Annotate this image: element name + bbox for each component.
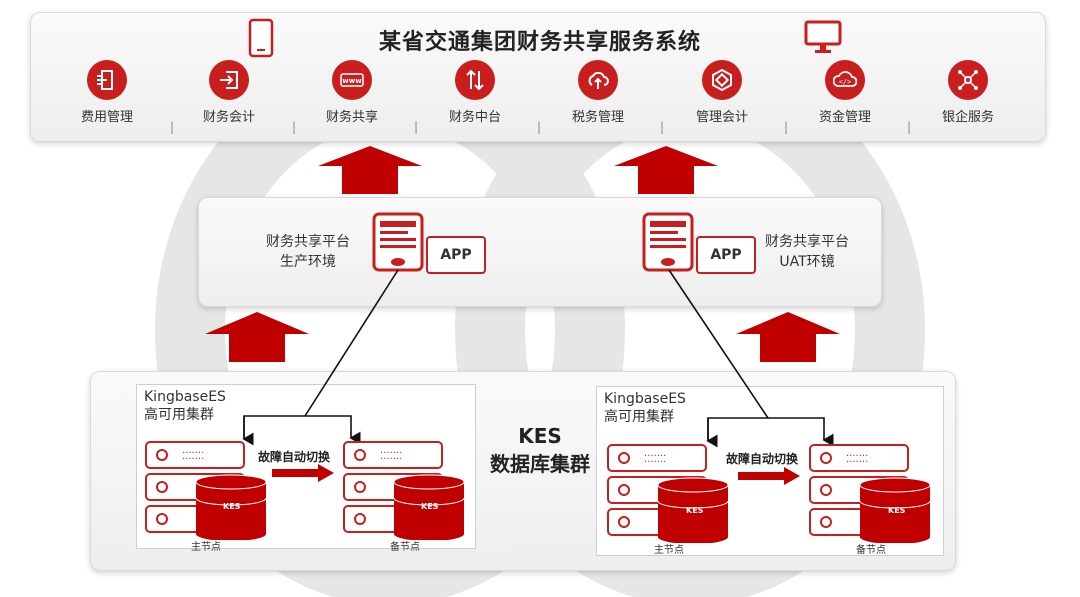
cluster-name: KingbaseES 高可用集群 — [604, 390, 686, 426]
separator: | — [170, 120, 175, 134]
cloud-upload-icon — [578, 60, 618, 100]
primary-node-caption: 主节点 — [191, 542, 221, 553]
module-management-accounting[interactable]: 管理会计 — [667, 60, 777, 125]
system-title: 某省交通集团财务共享服务系统 — [378, 30, 701, 55]
standby-node-caption: 备节点 — [856, 545, 886, 556]
transfer-arrows-icon — [455, 60, 495, 100]
module-label: 财务中台 — [448, 110, 501, 125]
kes-label-line2: 数据库集群 — [490, 452, 590, 476]
network-nodes-icon — [948, 60, 988, 100]
cluster-name: KingbaseES 高可用集群 — [144, 388, 226, 424]
svg-text:</>: </> — [839, 78, 852, 86]
svg-text:·······: ······· — [380, 448, 402, 459]
svg-text:·······: ······· — [380, 454, 402, 465]
db-label: KES — [686, 506, 704, 515]
prod-app-box: APP — [426, 236, 486, 274]
module-label: 财务会计 — [202, 110, 255, 125]
module-label: 费用管理 — [80, 110, 133, 125]
svg-text:·······: ······· — [644, 457, 666, 468]
www-icon: www — [332, 60, 372, 100]
svg-text:·······: ······· — [846, 451, 868, 462]
hexagon-icon — [702, 60, 742, 100]
up-arrow — [614, 146, 718, 194]
standby-node-caption: 备节点 — [390, 542, 420, 553]
db-label: KES — [888, 506, 906, 515]
primary-node-stack: ······· ······· — [145, 441, 267, 540]
standby-node-stack: ······· ······· — [343, 441, 465, 540]
prod-env-line2: 生产环境 — [280, 254, 336, 270]
svg-text:·······: ······· — [644, 451, 666, 462]
separator: | — [292, 120, 297, 134]
uat-app-box: APP — [696, 236, 756, 274]
expense-door-icon — [87, 60, 127, 100]
module-financial-sharing[interactable]: www 财务共享 — [297, 60, 407, 125]
uat-env-line1: 财务共享平台 — [765, 234, 849, 250]
separator: | — [784, 120, 789, 134]
failover-arrow — [272, 464, 334, 482]
desktop-monitor-icon — [804, 20, 842, 53]
uat-env-line2: UAT环镜 — [779, 254, 835, 270]
module-label: 管理会计 — [695, 110, 748, 125]
server-icon — [642, 212, 694, 272]
module-bank-enterprise[interactable]: 银企服务 — [913, 60, 1023, 125]
db-label: KES — [421, 502, 439, 511]
prod-env-label: 财务共享平台 生产环境 — [258, 232, 358, 272]
up-arrow — [205, 312, 309, 362]
login-arrow-icon — [209, 60, 249, 100]
module-finance-middle[interactable]: 财务中台 — [420, 60, 530, 125]
cloud-code-icon: </> — [825, 60, 865, 100]
module-tax[interactable]: 税务管理 — [543, 60, 653, 125]
up-arrow — [318, 146, 422, 194]
db-label: KES — [223, 502, 241, 511]
prod-env-line1: 财务共享平台 — [266, 234, 350, 250]
kes-label-line1: KES — [518, 424, 562, 448]
svg-text:·······: ······· — [182, 448, 204, 459]
failover-arrow — [738, 467, 800, 485]
module-label: 资金管理 — [818, 110, 871, 125]
module-label: 财务共享 — [325, 110, 378, 125]
cluster-name-line2: 高可用集群 — [144, 407, 214, 423]
up-arrow — [736, 312, 840, 362]
separator: | — [537, 120, 542, 134]
uat-env-label: 财务共享平台 UAT环镜 — [752, 232, 862, 272]
module-label: 银企服务 — [941, 110, 994, 125]
standby-node-stack: ······· ······· — [809, 444, 931, 543]
system-header-panel — [30, 12, 1046, 142]
module-fund[interactable]: </> 资金管理 — [790, 60, 900, 125]
failover-label: 故障自动切换 — [258, 450, 331, 464]
cluster-name-line1: KingbaseES — [604, 391, 686, 407]
primary-node-stack: ······· ······· — [607, 444, 729, 543]
separator: | — [414, 120, 419, 134]
primary-node-caption: 主节点 — [654, 545, 684, 556]
svg-text:·······: ······· — [846, 457, 868, 468]
kes-cluster-label: KES 数据库集群 — [470, 422, 610, 478]
module-label: 税务管理 — [571, 110, 624, 125]
platform-panel — [198, 197, 882, 307]
svg-text:·······: ······· — [182, 454, 204, 465]
cluster-name-line1: KingbaseES — [144, 389, 226, 405]
cluster-name-line2: 高可用集群 — [604, 409, 674, 425]
module-financial-accounting[interactable]: 财务会计 — [174, 60, 284, 125]
failover-label: 故障自动切换 — [726, 452, 799, 466]
module-expense[interactable]: 费用管理 — [52, 60, 162, 125]
mobile-phone-icon — [248, 18, 274, 58]
svg-text:www: www — [342, 77, 362, 85]
separator: | — [907, 120, 912, 134]
separator: | — [660, 120, 665, 134]
